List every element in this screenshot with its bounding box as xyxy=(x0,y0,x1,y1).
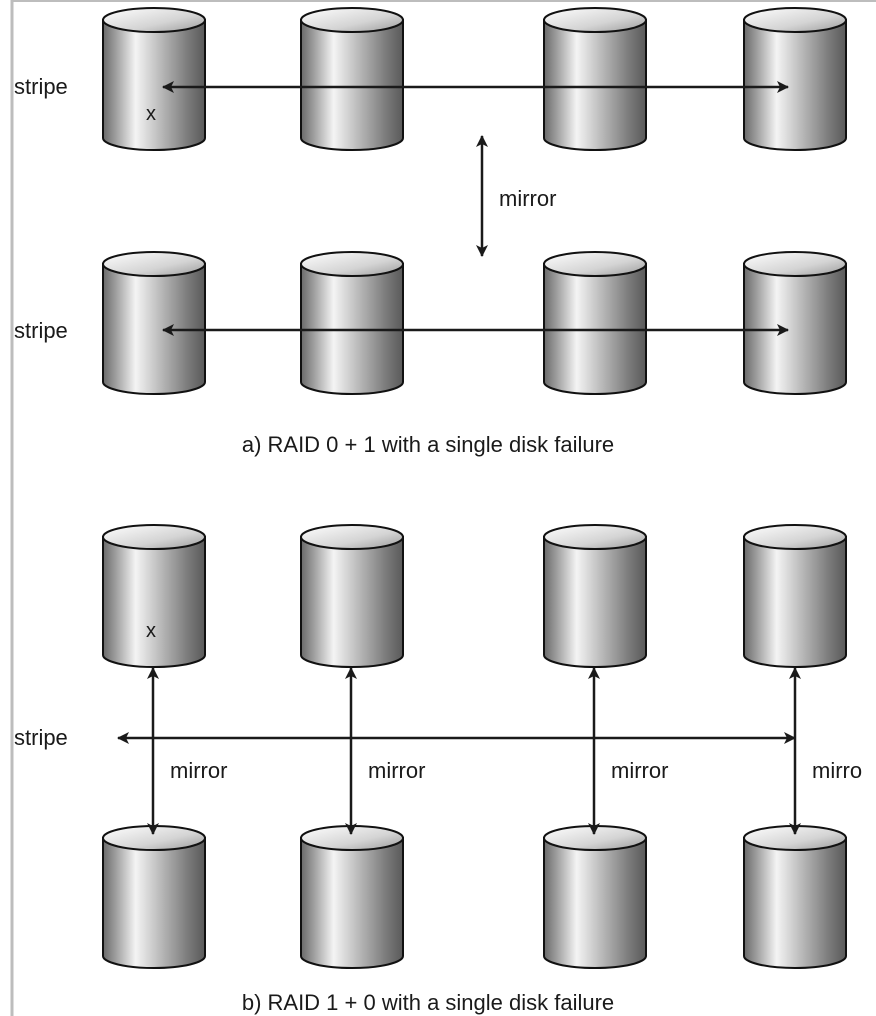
panel-b-mirror-label-1: mirror xyxy=(170,758,227,783)
panel-a-top-disk-1 xyxy=(102,7,206,151)
panel-a-bottom-disk-1 xyxy=(102,251,206,395)
panel-a-stripe-label-top: stripe xyxy=(14,74,68,99)
panel-b-caption: b) RAID 1 + 0 with a single disk failure xyxy=(242,990,614,1015)
panel-b-top-disk-1 xyxy=(102,524,206,668)
panel-a-bottom-disk-4 xyxy=(743,251,847,395)
panel-a-top-disk-2 xyxy=(300,7,404,151)
panel-b-bottom-disk-1 xyxy=(102,825,206,969)
panel-b-mirror-label-2: mirror xyxy=(368,758,425,783)
panel-a-bottom-disk-3 xyxy=(543,251,647,395)
panel-a-failed-disk-marker: x xyxy=(146,103,156,125)
panel-b-failed-disk-marker: x xyxy=(146,620,156,642)
panel-b-mirror-label-3: mirror xyxy=(611,758,668,783)
panel-b-bottom-disk-3 xyxy=(543,825,647,969)
panel-a-caption: a) RAID 0 + 1 with a single disk failure xyxy=(242,432,614,457)
panel-b-stripe-label: stripe xyxy=(14,725,68,750)
panel-b-top-disk-4 xyxy=(743,524,847,668)
panel-b-top-disk-2 xyxy=(300,524,404,668)
panel-a-stripe-label-bottom: stripe xyxy=(14,318,68,343)
panel-a-mirror-label: mirror xyxy=(499,186,556,211)
panel-a-bottom-disk-2 xyxy=(300,251,404,395)
panel-b-bottom-disk-2 xyxy=(300,825,404,969)
panel-b-mirror-label-4: mirro xyxy=(812,758,862,783)
panel-b-top-disk-3 xyxy=(543,524,647,668)
panel-b-bottom-disk-4 xyxy=(743,825,847,969)
panel-a-top-disk-4 xyxy=(743,7,847,151)
panel-a-top-disk-3 xyxy=(543,7,647,151)
